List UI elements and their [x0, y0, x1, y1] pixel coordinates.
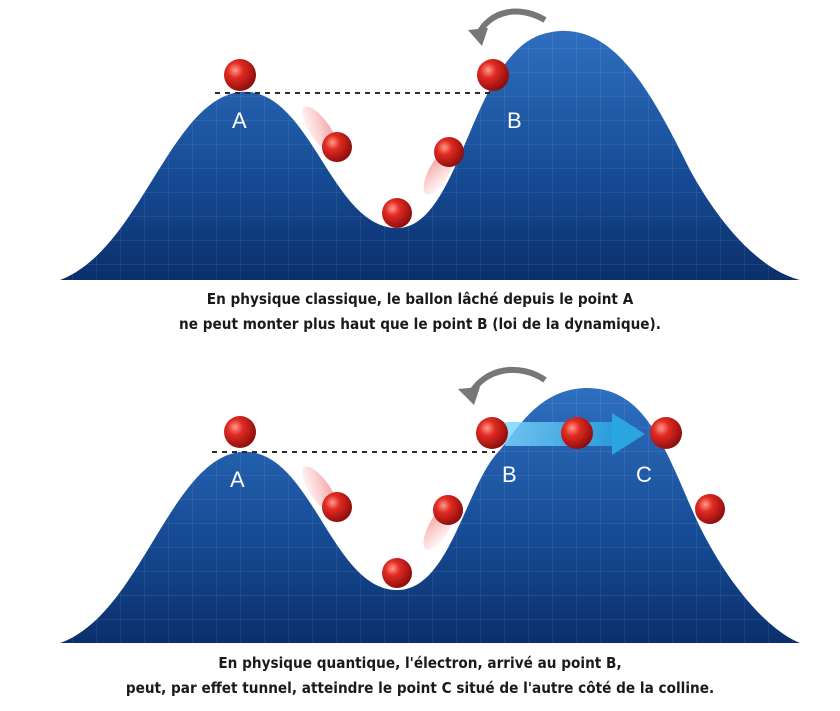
- point-c-label: C: [636, 462, 652, 487]
- tunnel-arrow-head: [612, 413, 645, 455]
- ball: [322, 132, 352, 162]
- return-arrow: [475, 8, 547, 37]
- ball: [382, 558, 412, 588]
- caption-line: ne peut monter plus haut que le point B …: [179, 315, 661, 333]
- ball: [477, 59, 509, 91]
- point-b-label: B: [507, 108, 522, 133]
- ball: [476, 417, 508, 449]
- return-arrow-head: [458, 387, 480, 405]
- point-a-label: A: [230, 467, 245, 492]
- caption-line: En physique classique, le ballon lâché d…: [206, 290, 634, 308]
- point-b-label: B: [502, 462, 517, 487]
- ball: [561, 417, 593, 449]
- classical-diagram: A B: [60, 8, 800, 281]
- caption-line: En physique quantique, l'électron, arriv…: [218, 654, 622, 672]
- tunnel-arrow-body: [505, 422, 615, 446]
- ball: [650, 417, 682, 449]
- return-arrow: [467, 366, 547, 397]
- ball: [433, 495, 463, 525]
- return-arrow-head: [468, 28, 488, 46]
- ball: [434, 137, 464, 167]
- hill-grid: [60, 30, 800, 281]
- caption-line: peut, par effet tunnel, atteindre le poi…: [125, 679, 715, 697]
- quantum-diagram: A B C: [60, 366, 800, 643]
- ball: [322, 492, 352, 522]
- quantum-caption: En physique quantique, l'électron, arriv…: [50, 651, 789, 701]
- ball: [695, 494, 725, 524]
- classical-caption: En physique classique, le ballon lâché d…: [50, 287, 789, 337]
- ball: [224, 59, 256, 91]
- ball: [382, 198, 412, 228]
- point-a-label: A: [232, 108, 247, 133]
- hill-grid: [60, 387, 800, 643]
- ball: [224, 416, 256, 448]
